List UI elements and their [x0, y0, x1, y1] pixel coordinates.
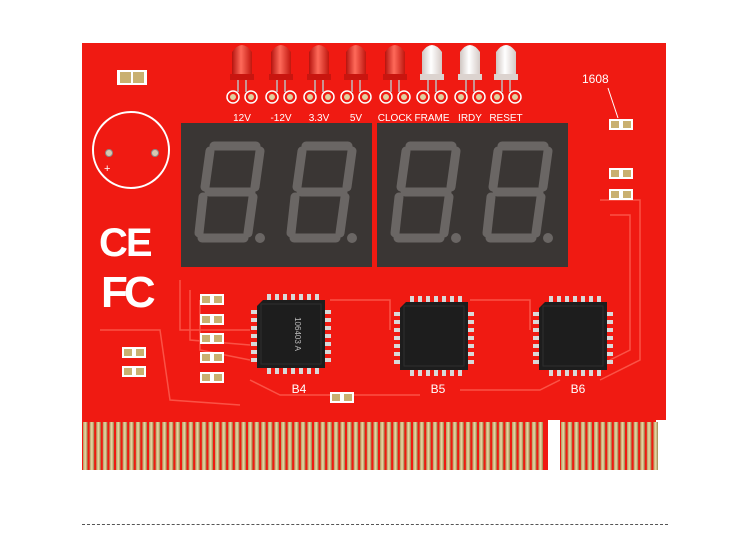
led-label-1: 12V	[233, 113, 251, 124]
chip-label-3: B6	[571, 382, 586, 396]
smd-pad	[200, 333, 224, 344]
digit-2	[286, 141, 357, 243]
led-8	[490, 45, 522, 104]
corner-label: 1608	[582, 72, 609, 86]
smd-pads	[122, 87, 633, 403]
smd-pad	[122, 366, 146, 377]
plcc-chips: 106403 A	[251, 294, 613, 376]
smd-pad	[200, 294, 224, 305]
led-label-7: IRDY	[458, 113, 482, 124]
smd-pad	[330, 392, 354, 403]
led-label-8: RESET	[489, 113, 522, 124]
led-2	[265, 45, 297, 104]
chip-2	[394, 296, 474, 376]
led-label-3: 3.3V	[309, 113, 330, 124]
ce-logo: CE	[99, 221, 152, 265]
chip-label-2: B5	[431, 382, 446, 396]
led-label-5: CLOCK	[378, 113, 413, 124]
led-row	[226, 45, 522, 104]
led-7	[454, 45, 486, 104]
buzzer-plus-mark: +	[104, 163, 110, 175]
digit-1	[194, 141, 265, 243]
led-label-2: -12V	[270, 113, 291, 124]
led-6	[416, 45, 448, 104]
chip-1: 106403 A	[251, 294, 331, 374]
led-label-6: FRAME	[415, 113, 450, 124]
fcc-logo: FC	[101, 268, 155, 317]
digit-3	[390, 141, 461, 243]
led-label-4: 5V	[350, 113, 363, 124]
edge-connector	[83, 422, 658, 470]
smd-pad	[122, 347, 146, 358]
led-4	[340, 45, 372, 104]
smd-pad	[609, 119, 633, 130]
buzzer: +	[92, 111, 170, 189]
chip-labels: B4 B5 B6	[292, 382, 586, 396]
chip-label-1: B4	[292, 382, 307, 396]
smd-pad	[200, 372, 224, 383]
chip-marking: 106403 A	[293, 317, 302, 351]
led-1	[226, 45, 258, 104]
pcb-traces	[100, 199, 641, 406]
smd-pad	[200, 352, 224, 363]
chip-3	[533, 296, 613, 376]
divider-dashed-line	[82, 524, 668, 525]
digit-4	[482, 141, 553, 243]
smd-pad	[609, 168, 633, 179]
jumper-pads-top-left	[117, 70, 147, 85]
smd-pad	[200, 314, 224, 325]
smd-pad	[609, 189, 633, 200]
seven-segment-digits	[194, 141, 553, 243]
pcb-board	[82, 43, 666, 470]
led-5	[379, 45, 411, 104]
led-3	[303, 45, 335, 104]
